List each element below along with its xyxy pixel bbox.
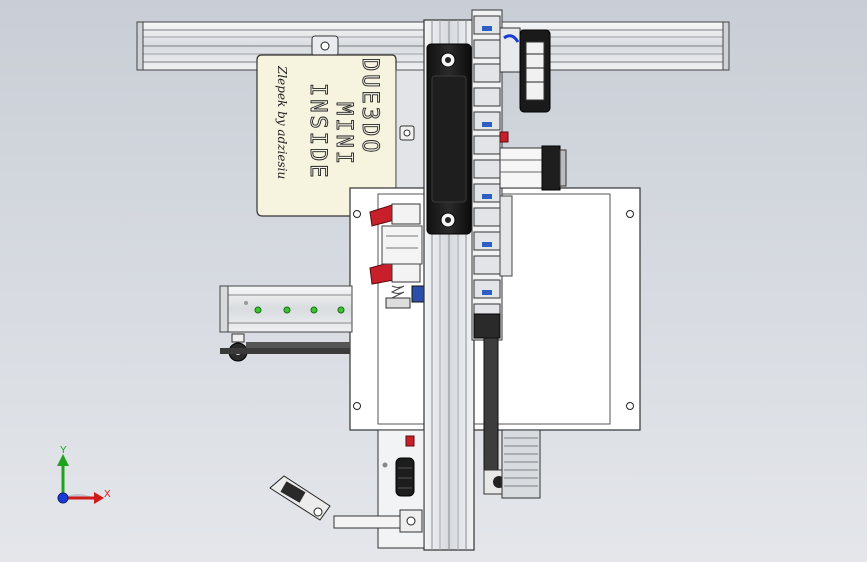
top-bracket xyxy=(311,35,339,57)
red-clip-upper xyxy=(369,203,421,227)
red-stop xyxy=(499,131,509,143)
stepper-block xyxy=(499,145,567,191)
belt-tensioner xyxy=(220,333,350,362)
spring-assembly xyxy=(381,225,425,309)
cable-chain xyxy=(471,9,503,341)
triad-x-label: X xyxy=(104,489,111,500)
led-strip xyxy=(244,301,345,314)
red-clip-lower xyxy=(369,261,421,285)
mid-frame-pieces xyxy=(395,69,427,191)
triad-y-label: Y xyxy=(60,445,67,456)
right-clamp xyxy=(499,27,551,113)
endstop-arm xyxy=(269,475,423,533)
right-guide xyxy=(499,195,513,277)
label-line-1: DUE3DO xyxy=(357,58,382,155)
black-carriage xyxy=(426,43,472,235)
coordinate-triad xyxy=(57,454,104,504)
lower-heatsink xyxy=(501,429,541,499)
label-line-2: MINI xyxy=(331,102,356,167)
label-signature: Zlepek by adziesiu xyxy=(275,65,289,179)
label-line-3: INSIDE xyxy=(305,83,330,180)
